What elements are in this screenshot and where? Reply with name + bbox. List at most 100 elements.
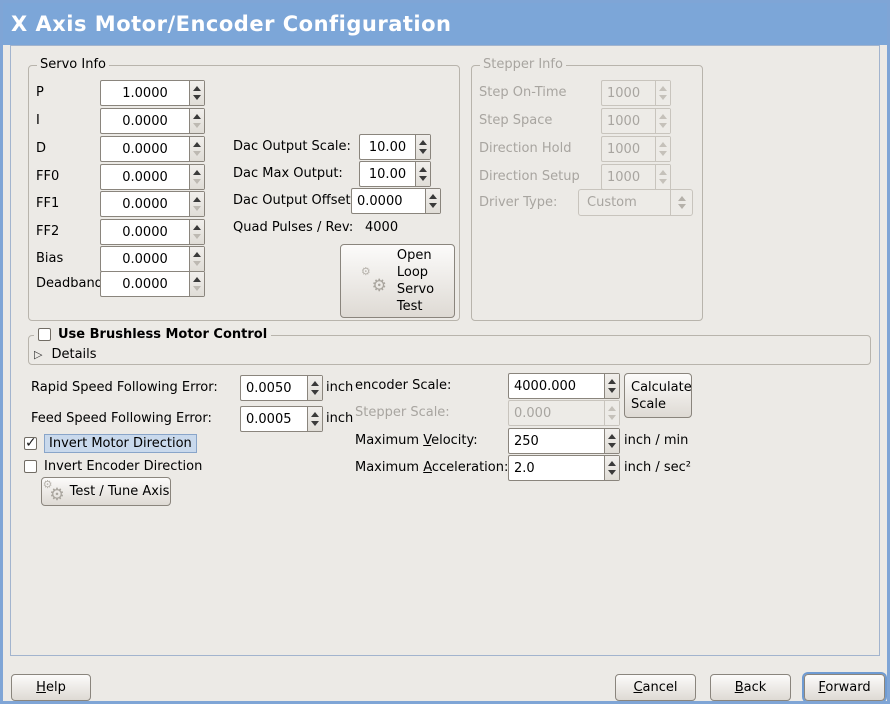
direction-setup-label: Direction Setup <box>479 169 580 184</box>
servo-deadband-spinner[interactable] <box>189 272 204 296</box>
open-loop-button-label: Open Loop Servo Test <box>396 248 435 314</box>
encoder-scale-spinner[interactable] <box>604 374 619 398</box>
servo-d-label: D <box>36 141 47 156</box>
encoder-scale-input[interactable]: 4000.000 <box>508 373 620 399</box>
servo-ff0-value[interactable]: 0.0000 <box>122 169 168 185</box>
test-tune-axis-label: Test / Tune Axis <box>69 484 170 499</box>
calculate-scale-button[interactable]: Calculate Scale <box>624 373 692 418</box>
maximum-velocity-value[interactable]: 250 <box>514 433 539 449</box>
test-tune-axis-button[interactable]: ⚙⚙ Test / Tune Axis <box>41 477 171 506</box>
servo-bias-input[interactable]: 0.0000 <box>100 246 205 272</box>
stepper-scale-input: 0.000 <box>508 400 620 426</box>
help-button-label: Help <box>36 680 66 695</box>
servo-i-spinner[interactable] <box>189 109 204 133</box>
direction-setup-value: 1000 <box>607 169 641 185</box>
encoder-scale-value[interactable]: 4000.000 <box>514 378 577 394</box>
servo-deadband-value[interactable]: 0.0000 <box>122 276 168 292</box>
page-title: X Axis Motor/Encoder Configuration <box>11 12 452 36</box>
step-on-time-spinner <box>655 81 670 105</box>
servo-i-value[interactable]: 0.0000 <box>122 113 168 129</box>
stepper-scale-value: 0.000 <box>514 405 552 421</box>
dac-max-output-spinner[interactable] <box>415 162 430 186</box>
rapid-following-error-spinner[interactable] <box>307 376 322 400</box>
servo-ff1-label: FF1 <box>36 196 60 211</box>
servo-deadband-input[interactable]: 0.0000 <box>100 271 205 297</box>
dac-output-scale-value[interactable]: 10.00 <box>368 139 407 155</box>
servo-info-legend: Servo Info <box>37 57 109 72</box>
stepper-scale-label: Stepper Scale: <box>355 405 450 420</box>
maximum-acceleration-spinner[interactable] <box>604 456 619 480</box>
feed-following-error-value[interactable]: 0.0005 <box>246 411 292 427</box>
servo-bias-spinner[interactable] <box>189 247 204 271</box>
maximum-velocity-spinner[interactable] <box>604 429 619 453</box>
rapid-following-error-value[interactable]: 0.0050 <box>246 380 292 396</box>
servo-d-value[interactable]: 0.0000 <box>122 141 168 157</box>
feed-following-error-spinner[interactable] <box>307 407 322 431</box>
expander-triangle-icon[interactable]: ▷ <box>34 348 43 361</box>
servo-ff0-input[interactable]: 0.0000 <box>100 164 205 190</box>
help-button[interactable]: Help <box>11 674 91 701</box>
details-label: Details <box>51 347 97 362</box>
maximum-acceleration-label: Maximum Acceleration: <box>355 460 509 475</box>
use-brushless-row[interactable]: Use Brushless Motor Control <box>34 327 272 342</box>
quad-pulses-value: 4000 <box>365 220 399 235</box>
content-area <box>10 45 880 656</box>
servo-info-frame: Servo Info <box>28 57 460 321</box>
servo-ff2-value[interactable]: 0.0000 <box>122 224 168 240</box>
servo-i-input[interactable]: 0.0000 <box>100 108 205 134</box>
forward-button[interactable]: Forward <box>804 674 885 701</box>
step-on-time-input: 1000 <box>601 80 671 106</box>
feed-following-error-label: Feed Speed Following Error: <box>31 411 212 426</box>
use-brushless-checkbox[interactable] <box>38 328 51 341</box>
feed-following-error-unit: inch <box>326 411 354 426</box>
dac-output-scale-spinner[interactable] <box>415 135 430 159</box>
direction-setup-input: 1000 <box>601 164 671 190</box>
servo-ff2-spinner[interactable] <box>189 220 204 244</box>
rapid-following-error-input[interactable]: 0.0050 <box>240 375 323 401</box>
servo-ff1-spinner[interactable] <box>189 192 204 216</box>
servo-ff0-spinner[interactable] <box>189 165 204 189</box>
feed-following-error-input[interactable]: 0.0005 <box>240 406 323 432</box>
servo-bias-value[interactable]: 0.0000 <box>122 251 168 267</box>
servo-d-input[interactable]: 0.0000 <box>100 136 205 162</box>
dac-output-scale-label: Dac Output Scale: <box>233 139 351 154</box>
calculate-scale-label: Calculate Scale <box>631 379 692 412</box>
open-loop-servo-test-button[interactable]: ⚙⚙ Open Loop Servo Test <box>340 244 455 318</box>
servo-p-spinner[interactable] <box>189 81 204 105</box>
servo-d-spinner[interactable] <box>189 137 204 161</box>
back-button[interactable]: Back <box>710 674 791 701</box>
servo-ff0-label: FF0 <box>36 169 60 184</box>
invert-motor-direction-row[interactable]: Invert Motor Direction <box>24 434 197 453</box>
direction-setup-spinner <box>655 165 670 189</box>
servo-ff2-input[interactable]: 0.0000 <box>100 219 205 245</box>
titlebar: X Axis Motor/Encoder Configuration <box>3 3 887 45</box>
servo-ff1-input[interactable]: 0.0000 <box>100 191 205 217</box>
dac-output-offset-spinner[interactable] <box>425 189 440 213</box>
direction-hold-value: 1000 <box>607 141 641 157</box>
servo-p-input[interactable]: 1.0000 <box>100 80 205 106</box>
servo-bias-label: Bias <box>36 251 64 266</box>
maximum-velocity-input[interactable]: 250 <box>508 428 620 454</box>
dac-output-offset-input[interactable]: 0.0000 <box>351 188 441 214</box>
gears-icon: ⚙⚙ <box>42 477 65 505</box>
driver-type-select: Custom <box>578 189 693 216</box>
invert-motor-direction-checkbox[interactable] <box>24 435 37 451</box>
direction-hold-label: Direction Hold <box>479 141 572 156</box>
stepper-info-legend: Stepper Info <box>480 57 566 72</box>
invert-encoder-direction-row[interactable]: Invert Encoder Direction <box>24 459 202 474</box>
dac-output-scale-input[interactable]: 10.00 <box>359 134 431 160</box>
stepper-scale-spinner <box>604 401 619 425</box>
maximum-acceleration-value[interactable]: 2.0 <box>514 460 535 476</box>
servo-p-value[interactable]: 1.0000 <box>122 85 168 101</box>
servo-ff1-value[interactable]: 0.0000 <box>122 196 168 212</box>
maximum-acceleration-input[interactable]: 2.0 <box>508 455 620 481</box>
cancel-button[interactable]: Cancel <box>615 674 696 701</box>
details-expander[interactable]: ▷ Details <box>34 347 97 362</box>
dac-max-output-value[interactable]: 10.00 <box>368 166 407 182</box>
dac-max-output-input[interactable]: 10.00 <box>359 161 431 187</box>
dac-output-offset-value[interactable]: 0.0000 <box>357 193 403 209</box>
invert-encoder-direction-checkbox[interactable] <box>24 460 37 473</box>
maximum-velocity-unit: inch / min <box>624 433 689 448</box>
rapid-following-error-label: Rapid Speed Following Error: <box>31 380 218 395</box>
